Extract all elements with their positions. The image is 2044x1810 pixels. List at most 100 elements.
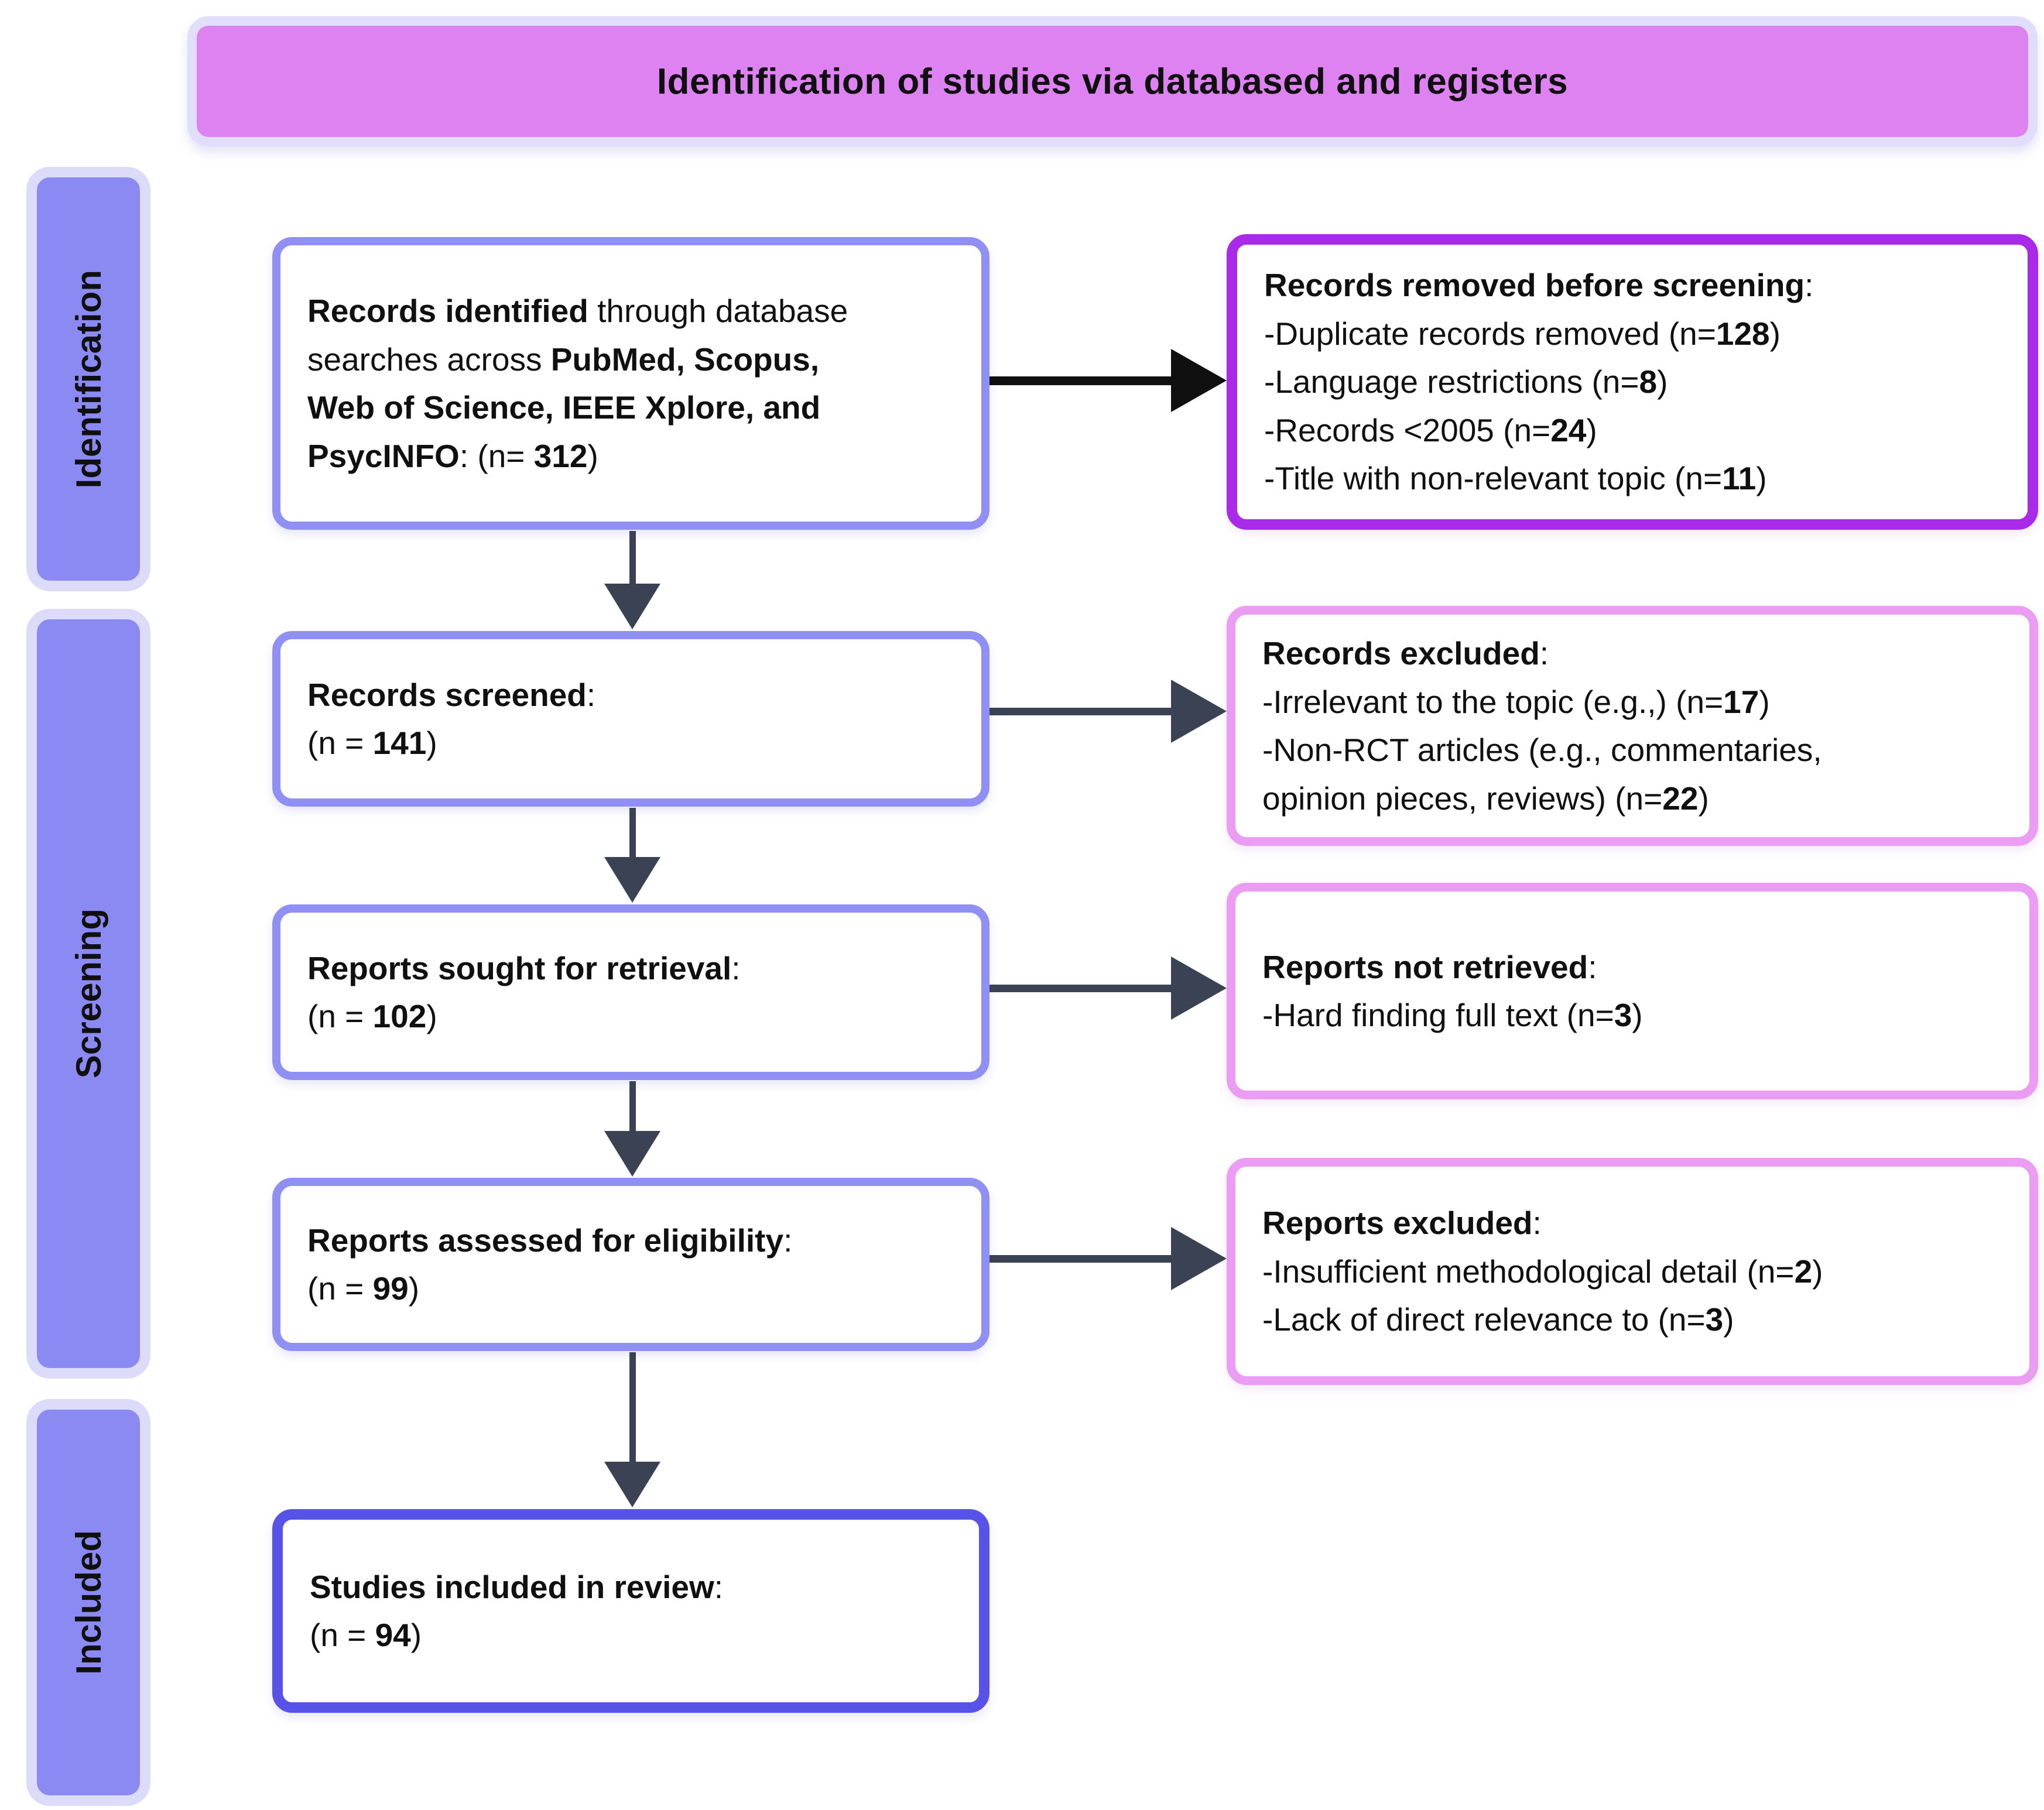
text-segment: (n = (307, 1270, 373, 1307)
text-segment: 312 (533, 437, 588, 474)
text-segment: -Insufficient methodological detail (n= (1262, 1253, 1795, 1290)
arrow-down-2 (604, 808, 660, 903)
arrow-right-eligibility (990, 1226, 1227, 1291)
text-line: Web of Science, IEEE Xplore, and (307, 383, 964, 432)
text-segment: Web of Science, IEEE Xplore, and (307, 389, 821, 426)
arrow-right-screening (990, 679, 1227, 743)
text-segment: through database (588, 293, 848, 329)
stage-label-screening: Screening (26, 609, 150, 1379)
arrow-line (629, 1081, 636, 1131)
arrow-down-1 (604, 531, 660, 629)
box-text: Records excluded:-Irrelevant to the topi… (1262, 629, 2012, 822)
text-segment: 141 (372, 725, 427, 761)
text-line: Records screened: (307, 671, 964, 719)
text-segment: PubMed, Scopus, (550, 341, 820, 378)
box-reports-assessed-for-eligibility: Reports assessed for eligibility: (n = 99… (272, 1178, 990, 1351)
text-segment: Reports excluded (1262, 1205, 1533, 1242)
box-studies-included-in-review: Studies included in review:(n = 94) (272, 1509, 990, 1713)
arrow-head-icon (1171, 1227, 1227, 1290)
text-segment: ) (1723, 1301, 1734, 1338)
text-segment: 17 (1723, 683, 1759, 720)
arrow-line (990, 984, 1171, 992)
text-segment: Reports assessed for eligibility (307, 1222, 784, 1259)
box-text: Studies included in review:(n = 94) (310, 1563, 961, 1660)
text-segment: -Title with non-relevant topic (n= (1264, 460, 1723, 497)
text-segment: 24 (1550, 412, 1587, 448)
stage-label-text: Included (69, 1530, 108, 1675)
text-line: Records identified through database (307, 287, 964, 335)
text-segment: ) (1759, 683, 1770, 720)
box-reports-not-retrieved: Reports not retrieved: -Hard finding full… (1227, 883, 2038, 1099)
stage-label-identification: Identification (26, 167, 150, 591)
text-segment: ) (1756, 460, 1767, 497)
text-segment: Studies included in review (310, 1568, 714, 1605)
box-text: Records removed before screening: -Duplic… (1264, 261, 2010, 503)
text-line: -Language restrictions (n=8) (1264, 358, 2010, 406)
arrow-head-icon (604, 1131, 660, 1177)
text-line: -Duplicate records removed (n=128) (1264, 310, 2010, 358)
text-segment: ) (410, 1617, 422, 1653)
arrow-line (990, 707, 1171, 715)
text-line: (n = 99) (307, 1264, 964, 1313)
text-segment: 94 (375, 1617, 411, 1653)
text-line: Records excluded: (1262, 629, 2012, 678)
text-segment: ) (426, 998, 437, 1034)
text-segment: ) (1769, 315, 1781, 352)
arrow-head-icon (604, 857, 660, 903)
text-segment: ) (1586, 412, 1597, 448)
box-reports-excluded: Reports excluded:-Insufficient methodolo… (1227, 1158, 2038, 1385)
text-segment: ) (408, 1270, 420, 1307)
text-segment: -Irrelevant to the topic (e.g.,) (n= (1262, 683, 1724, 720)
box-records-identified: Records identified through database searc… (272, 237, 990, 530)
text-line: -Insufficient methodological detail (n=2… (1262, 1247, 2012, 1296)
text-segment: -Lack of direct relevance to (n= (1262, 1301, 1706, 1338)
arrow-head-icon (1171, 680, 1227, 743)
text-segment: Records screened (307, 676, 587, 713)
box-records-excluded: Records excluded:-Irrelevant to the topi… (1227, 606, 2038, 846)
text-segment: Reports sought for retrieval (307, 949, 732, 986)
text-segment: Reports not retrieved (1262, 948, 1588, 985)
text-segment: -Duplicate records removed (n= (1264, 315, 1716, 352)
text-segment: : (1805, 267, 1814, 304)
box-records-screened: Records screened:(n = 141) (272, 631, 990, 807)
text-segment: : (1532, 1205, 1542, 1242)
text-segment: ) (1698, 780, 1709, 817)
text-segment: : (1588, 948, 1597, 985)
text-line: (n = 141) (307, 719, 964, 767)
text-segment: 3 (1614, 997, 1632, 1033)
text-segment: Records excluded (1262, 635, 1540, 671)
text-line: Reports excluded: (1262, 1199, 2012, 1247)
box-records-removed-before-screening: Records removed before screening: -Duplic… (1227, 234, 2038, 530)
box-reports-sought-for-retrieval: Reports sought for retrieval:(n = 102) (272, 904, 990, 1080)
text-segment: Records removed before screening (1264, 267, 1805, 304)
text-segment: 22 (1662, 780, 1699, 817)
text-segment: -Language restrictions (n= (1264, 364, 1639, 400)
arrow-down-3 (604, 1081, 660, 1177)
arrow-head-icon (604, 584, 660, 629)
arrow-right-retrieval (990, 956, 1227, 1020)
text-segment: ) (587, 437, 598, 474)
box-text: Reports not retrieved: -Hard finding full… (1262, 943, 2012, 1040)
text-line: -Hard finding full text (n=3) (1262, 991, 2012, 1040)
text-line: (n = 94) (310, 1611, 961, 1660)
text-line: -Irrelevant to the topic (e.g.,) (n=17) (1262, 678, 2012, 726)
stage-label-text: Screening (69, 909, 108, 1079)
text-line: -Records <2005 (n=24) (1264, 406, 2010, 455)
text-segment: searches across (307, 341, 551, 378)
text-segment: 2 (1794, 1253, 1813, 1290)
arrow-head-icon (1171, 349, 1227, 412)
stage-label-included: Included (26, 1399, 150, 1806)
text-segment: (n = (307, 998, 373, 1034)
box-text: Reports excluded:-Insufficient methodolo… (1262, 1199, 2012, 1344)
text-segment: ) (1657, 364, 1668, 400)
box-text: Reports sought for retrieval:(n = 102) (307, 944, 964, 1041)
arrow-line (990, 376, 1171, 385)
text-segment: : (783, 1222, 793, 1259)
text-segment: : (1539, 635, 1549, 671)
text-segment: : (n= (459, 437, 534, 474)
text-segment: ) (1632, 997, 1643, 1033)
box-text: Reports assessed for eligibility: (n = 99… (307, 1216, 964, 1313)
text-line: Studies included in review: (310, 1563, 961, 1612)
text-segment: 102 (372, 998, 427, 1034)
text-segment: 99 (372, 1270, 409, 1307)
